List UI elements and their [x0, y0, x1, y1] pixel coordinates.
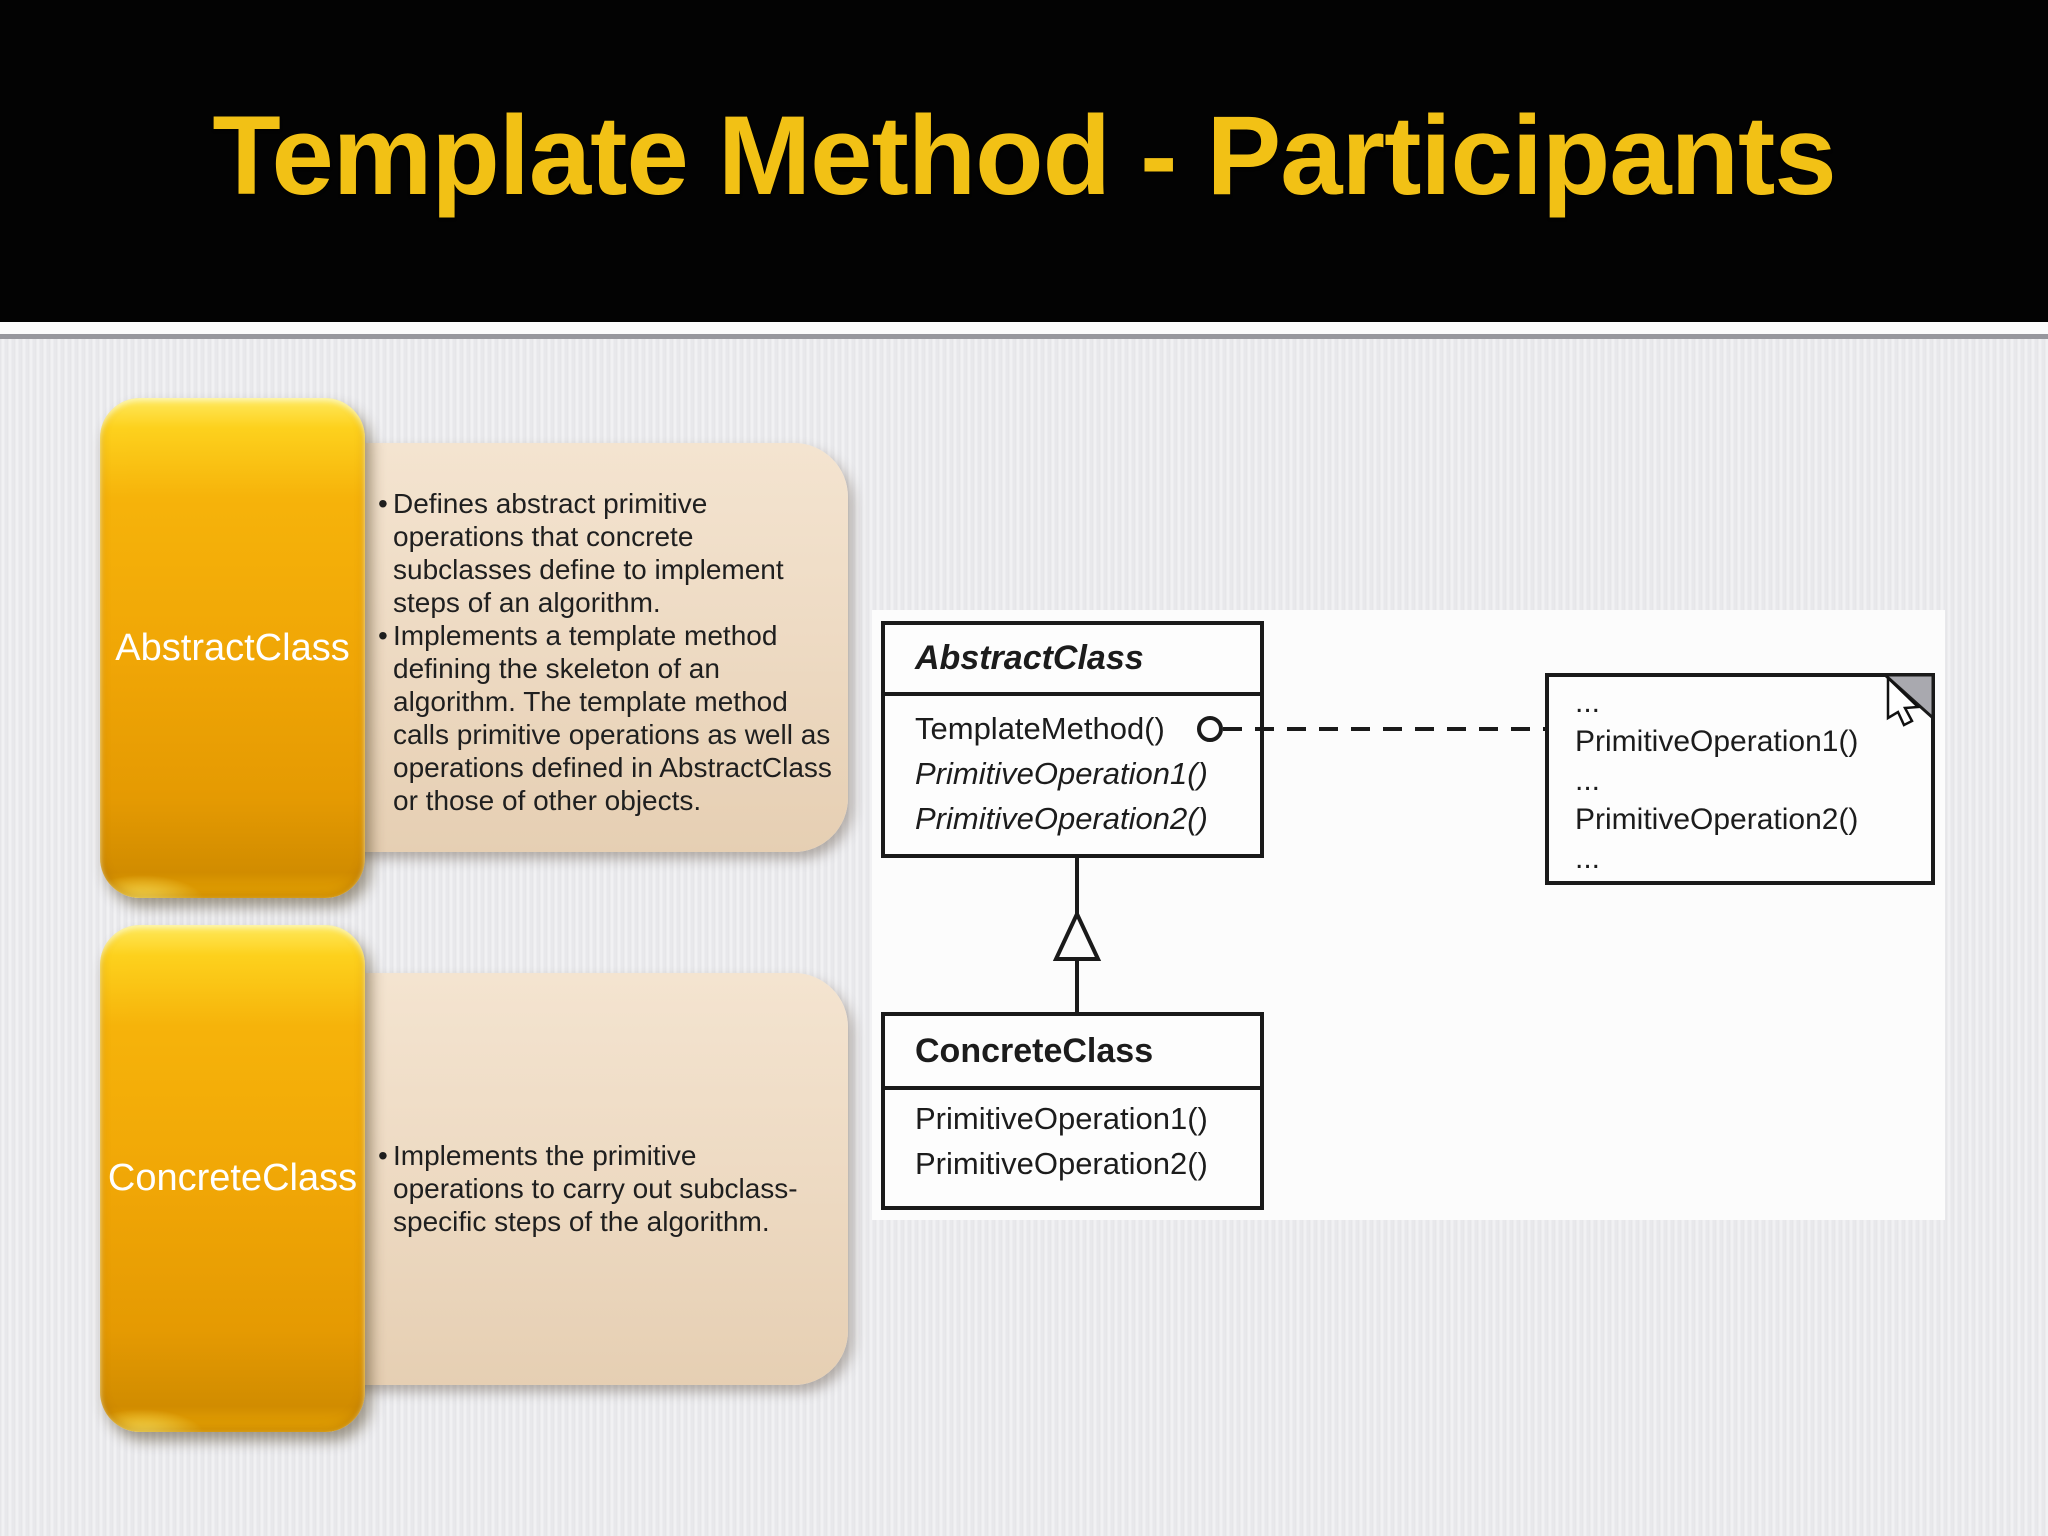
bullet-icon: • [378, 620, 388, 651]
uml-abstractclass-methods: TemplateMethod() PrimitiveOperation1() P… [885, 696, 1260, 841]
abstractclass-pill: AbstractClass [100, 398, 365, 898]
list-item: • Implements the primitive operations to… [378, 1139, 834, 1238]
uml-diagram-panel: AbstractClass TemplateMethod() Primitive… [872, 610, 1945, 1220]
uml-method-primitiveoperation2: PrimitiveOperation2() [915, 1146, 1208, 1181]
uml-method-primitiveoperation2: PrimitiveOperation2() [915, 801, 1208, 836]
note-line: PrimitiveOperation1() [1575, 725, 1859, 758]
concreteclass-pill-label: ConcreteClass [107, 1157, 358, 1199]
note-line: ... [1575, 686, 1601, 719]
note-line: PrimitiveOperation2() [1575, 803, 1859, 836]
list-item: • Implements a template method defining … [378, 619, 834, 817]
slide-title: Template Method - Participants [212, 93, 1836, 218]
uml-method-primitiveoperation1: PrimitiveOperation1() [915, 1101, 1208, 1136]
uml-concreteclass-title: ConcreteClass [885, 1016, 1260, 1090]
uml-abstractclass-title: AbstractClass [885, 625, 1260, 696]
concreteclass-pill: ConcreteClass [100, 925, 365, 1432]
note-line: ... [1575, 842, 1601, 875]
uml-method-templatemethod: TemplateMethod() [915, 711, 1165, 746]
concreteclass-point-1: Implements the primitive operations to c… [393, 1140, 798, 1237]
inheritance-triangle-icon [1052, 909, 1102, 961]
bullet-icon: • [378, 1140, 388, 1171]
header-divider-white [0, 322, 2048, 334]
uml-abstractclass-box: AbstractClass TemplateMethod() Primitive… [881, 621, 1264, 858]
uml-concreteclass-box: ConcreteClass PrimitiveOperation1() Prim… [881, 1012, 1264, 1210]
header-divider-gray [0, 334, 2048, 339]
abstractclass-point-1: Defines abstract primitive operations th… [393, 488, 784, 618]
uml-note-box: ... PrimitiveOperation1() ... PrimitiveO… [1545, 673, 1935, 885]
note-line: ... [1575, 764, 1601, 797]
abstractclass-point-2: Implements a template method defining th… [393, 620, 832, 816]
title-bar: Template Method - Participants [0, 0, 2048, 322]
uml-method-primitiveoperation1: PrimitiveOperation1() [915, 756, 1208, 791]
bullet-icon: • [378, 488, 388, 519]
uml-concreteclass-methods: PrimitiveOperation1() PrimitiveOperation… [885, 1090, 1260, 1186]
abstractclass-pill-label: AbstractClass [115, 626, 350, 669]
list-item: • Defines abstract primitive operations … [378, 487, 834, 619]
